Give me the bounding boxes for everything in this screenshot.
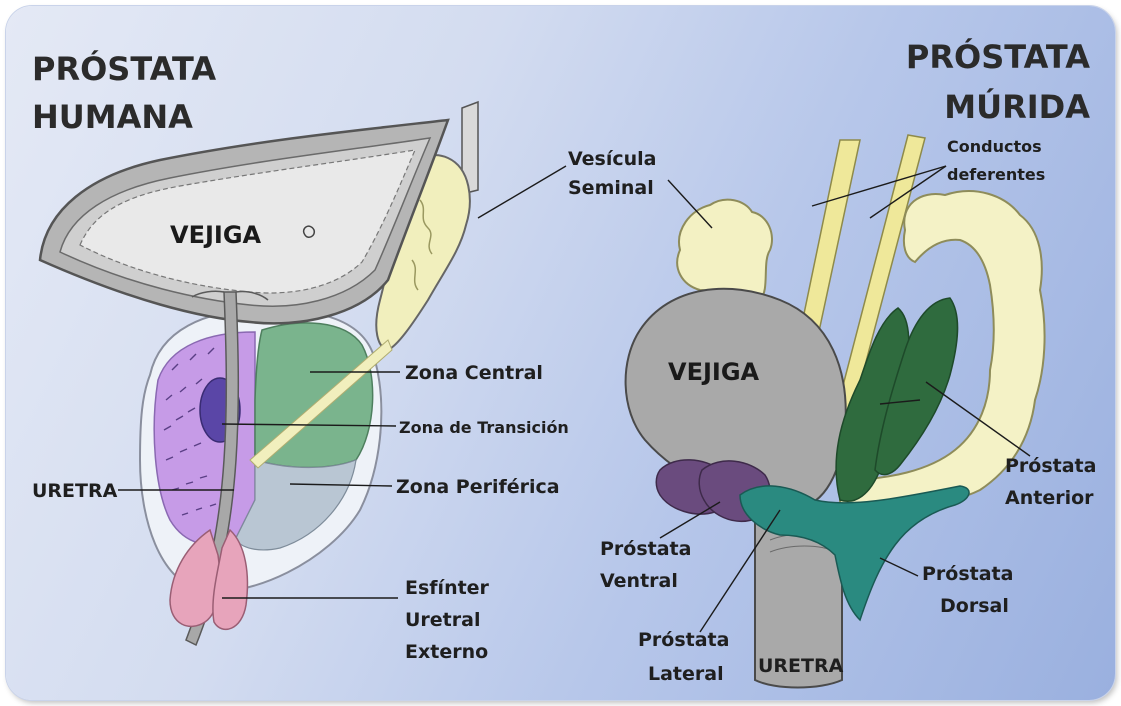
label-ventral-prostate-line1: Próstata (600, 538, 691, 560)
label-vas-deferens-line2: deferentes (947, 165, 1045, 184)
title-human-line2: HUMANA (32, 98, 193, 136)
label-central-zone: Zona Central (405, 362, 543, 384)
label-peripheral-zone: Zona Periférica (396, 476, 560, 498)
label-vas-deferens-line1: Conductos (947, 137, 1042, 156)
label-sphincter-line3: Externo (405, 641, 488, 663)
label-anterior-prostate-line1: Próstata (1005, 455, 1096, 477)
label-lateral-prostate-line1: Próstata (638, 629, 729, 651)
label-anterior-prostate-line2: Anterior (1005, 487, 1094, 509)
human-bladder-label: VEJIGA (170, 221, 262, 249)
label-ventral-prostate-line2: Ventral (600, 570, 678, 592)
murine-urethra-label: URETRA (758, 655, 844, 677)
label-dorsal-prostate-line2: Dorsal (940, 595, 1009, 617)
murine-bladder-label: VEJIGA (668, 358, 760, 386)
label-dorsal-prostate-line1: Próstata (922, 563, 1013, 585)
label-seminal-vesicle-line2: Seminal (568, 177, 654, 199)
label-sphincter-line2: Uretral (405, 609, 480, 631)
label-transition-zone: Zona de Transición (399, 418, 569, 437)
title-murine-line1: PRÓSTATA (906, 37, 1090, 76)
title-murine-line2: MÚRIDA (944, 87, 1090, 126)
label-lateral-prostate-line2: Lateral (648, 663, 724, 685)
murine-seminal-vesicle-left (677, 200, 772, 301)
label-sphincter-line1: Esfínter (405, 577, 490, 599)
title-human-line1: PRÓSTATA (32, 49, 216, 88)
label-seminal-vesicle-line1: Vesícula (568, 148, 657, 170)
human-peripheral-zone (154, 332, 255, 545)
label-urethra-human: URETRA (32, 480, 118, 502)
